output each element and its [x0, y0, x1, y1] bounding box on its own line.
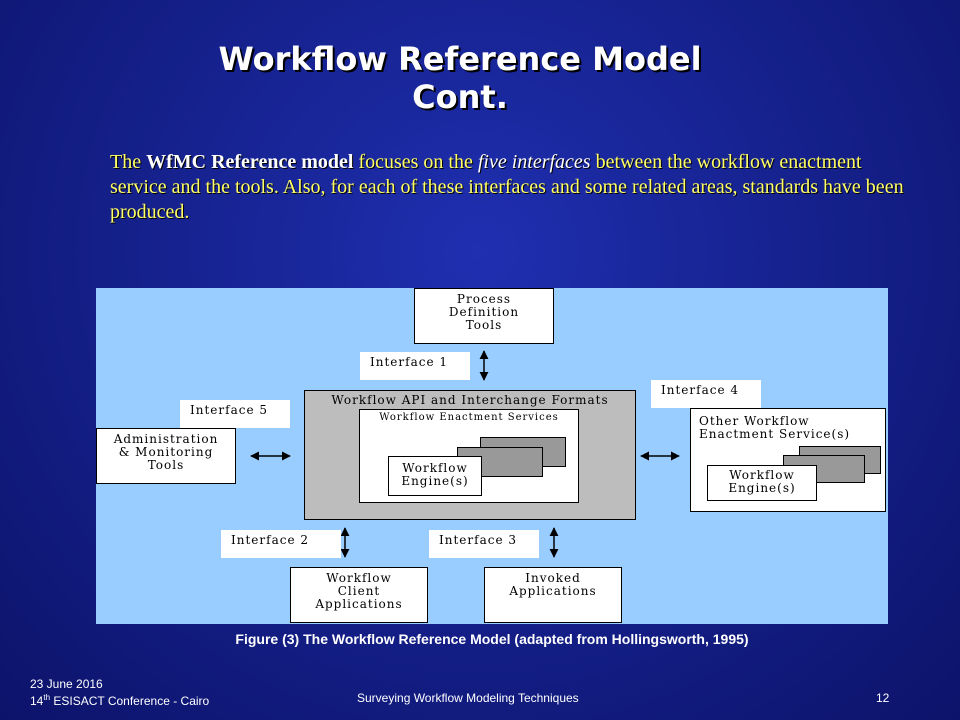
invoked-line-1: Invoked — [525, 571, 581, 585]
interface-5-label: Interface 5 — [180, 400, 290, 428]
invoked-applications-box: Invoked Applications — [484, 567, 622, 623]
body-part-5: between the workflow enactment service a… — [110, 151, 904, 223]
reference-model-diagram: Process Definition Tools Interface 1 Int… — [96, 288, 888, 624]
enactment-services-title: Workflow Enactment Services — [379, 412, 559, 423]
process-line-2: Definition — [448, 305, 520, 319]
invoked-line-2: Applications — [509, 584, 597, 598]
other-enactment-title: Other Workflow Enactment Service(s) — [699, 415, 850, 441]
body-part-1: The — [110, 151, 147, 173]
engine-line-2: Engine(s) — [401, 474, 469, 488]
footer-center: Surveying Workflow Modeling Techniques — [357, 691, 579, 705]
admin-line-2: & Monitoring — [118, 445, 214, 459]
process-line-3: Tools — [465, 318, 503, 332]
admin-monitoring-tools-box: Administration & Monitoring Tools — [96, 428, 236, 484]
admin-line-1: Administration — [113, 432, 219, 446]
client-line-2: Client — [337, 584, 381, 598]
conf-number: 14 — [30, 694, 44, 708]
interface-2-label: Interface 2 — [221, 530, 341, 558]
other-enactment-services-panel: Other Workflow Enactment Service(s) Work… — [690, 408, 886, 512]
other-engine-line-1: Workflow — [729, 468, 795, 482]
workflow-api-title: Workflow API and Interchange Formats — [331, 393, 609, 407]
workflow-client-applications-box: Workflow Client Applications — [290, 567, 428, 623]
footer-left: 23 June 2016 14th ESISACT Conference - C… — [30, 677, 209, 708]
title-line-2: Cont. — [412, 78, 508, 116]
conf-superscript: th — [43, 693, 51, 702]
other-engine-line-2: Engine(s) — [728, 481, 796, 495]
client-line-3: Applications — [315, 597, 403, 611]
body-emphasis-interfaces: five interfaces — [477, 151, 591, 173]
body-paragraph: The WfMC Reference model focuses on the … — [110, 150, 915, 225]
figure-caption: Figure (3) The Workflow Reference Model … — [235, 631, 749, 647]
slide-title: Workflow Reference Model Cont. — [150, 40, 770, 116]
other-workflow-engine-box: Workflow Engine(s) — [707, 465, 817, 501]
body-highlight-model: WfMC Reference model — [146, 151, 354, 173]
admin-line-3: Tools — [147, 458, 185, 472]
workflow-api-panel: Workflow API and Interchange Formats Wor… — [304, 390, 636, 520]
footer-page-number: 12 — [876, 691, 890, 705]
footer-date: 23 June 2016 — [30, 677, 103, 691]
other-line-2: Enactment Service(s) — [699, 427, 851, 441]
title-line-1: Workflow Reference Model — [218, 40, 702, 78]
enactment-services-panel: Workflow Enactment Services Workflow Eng… — [359, 409, 579, 503]
process-definition-tools-box: Process Definition Tools — [414, 288, 554, 344]
process-line-1: Process — [456, 292, 512, 306]
interface-1-label: Interface 1 — [360, 352, 470, 380]
workflow-engine-box: Workflow Engine(s) — [388, 456, 482, 496]
diagram-arrows — [250, 350, 680, 558]
interface-4-label: Interface 4 — [651, 380, 761, 408]
interface-3-label: Interface 3 — [429, 530, 539, 558]
body-part-3: focuses on the — [353, 151, 478, 173]
other-line-1: Other Workflow — [699, 414, 810, 428]
client-line-1: Workflow — [326, 571, 392, 585]
footer-conference: 14th ESISACT Conference - Cairo — [30, 691, 209, 708]
conf-name: ESISACT Conference - Cairo — [50, 694, 210, 708]
engine-line-1: Workflow — [402, 461, 468, 475]
